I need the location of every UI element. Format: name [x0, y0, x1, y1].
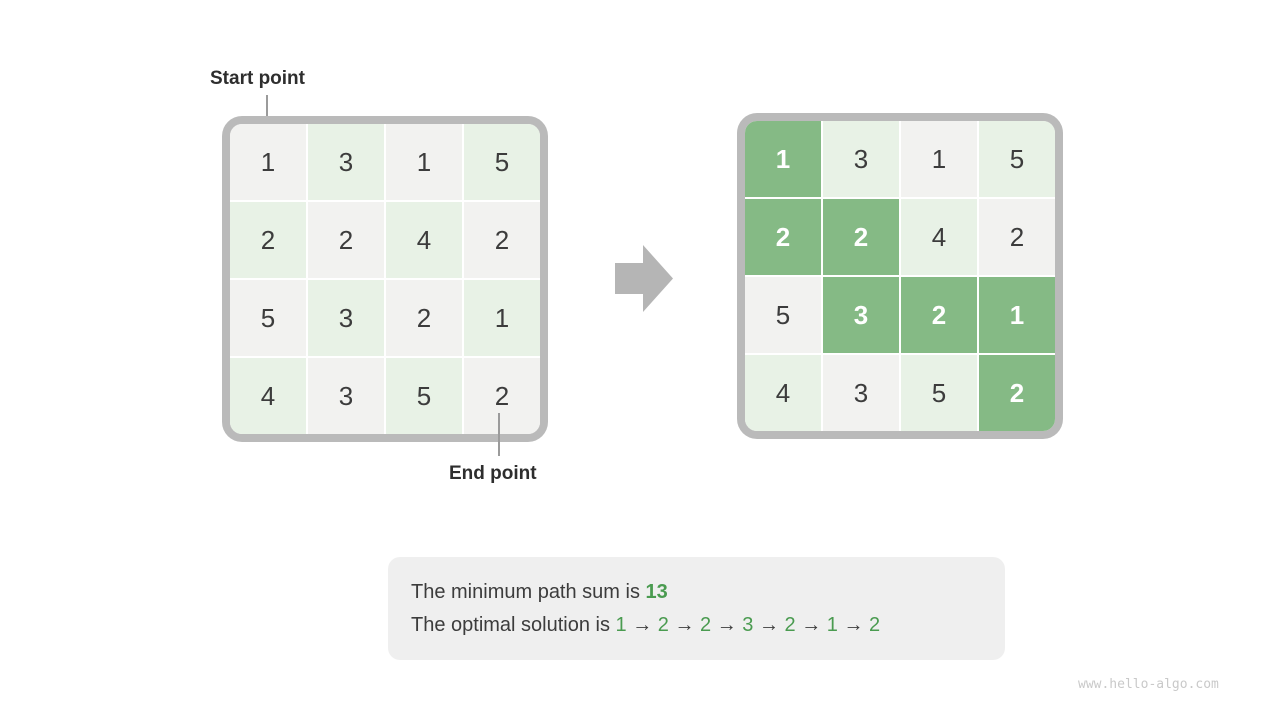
grid-cell: 3: [823, 355, 899, 431]
grid-cell: 5: [230, 280, 306, 356]
optimal-solution-line: The optimal solution is 1 → 2 → 2 → 3 → …: [411, 614, 1005, 637]
grid-cell: 1: [464, 280, 540, 356]
end-point-leader-line: [498, 413, 500, 456]
path-arrow-separator: →: [668, 613, 701, 636]
min-path-sum-line: The minimum path sum is 13: [411, 581, 1005, 604]
grid-cell: 5: [745, 277, 821, 353]
path-step-value: 2: [700, 613, 712, 636]
grid-cell: 3: [308, 358, 384, 434]
grid-cell: 2: [979, 199, 1055, 275]
grid-cell: 1: [230, 124, 306, 200]
grid-cell: 4: [901, 199, 977, 275]
grid-cell: 5: [386, 358, 462, 434]
path-step-value: 1: [615, 613, 627, 636]
start-point-label: Start point: [210, 68, 305, 89]
grid-cell: 1: [745, 121, 821, 197]
path-arrow-separator: →: [711, 613, 743, 636]
right-arrow-icon: [615, 245, 673, 312]
path-arrow-separator: →: [837, 613, 870, 636]
grid-cell: 2: [464, 358, 540, 434]
grid-cell: 1: [386, 124, 462, 200]
grid-cell: 3: [823, 121, 899, 197]
grid-cell: 5: [979, 121, 1055, 197]
path-step-value: 2: [657, 613, 669, 636]
path-arrow-separator: →: [753, 613, 785, 636]
result-caption-box: The minimum path sum is 13 The optimal s…: [388, 557, 1005, 660]
grid-cell: 2: [386, 280, 462, 356]
grid-cell: 5: [464, 124, 540, 200]
path-step-value: 1: [826, 613, 838, 636]
grid-cell: 2: [745, 199, 821, 275]
grid-cell: 4: [230, 358, 306, 434]
min-path-sum-text: The minimum path sum is: [411, 580, 646, 603]
path-step-value: 2: [869, 613, 881, 636]
grid-cell: 2: [979, 355, 1055, 431]
min-path-sum-value: 13: [645, 580, 668, 603]
grid-cell: 2: [823, 199, 899, 275]
grid-cell: 4: [386, 202, 462, 278]
grid-cell: 4: [745, 355, 821, 431]
grid-cell: 2: [464, 202, 540, 278]
path-step-value: 3: [742, 613, 754, 636]
watermark: www.hello-algo.com: [1078, 677, 1219, 692]
grid-cell: 1: [979, 277, 1055, 353]
path-arrow-separator: →: [795, 613, 827, 636]
path-arrow-separator: →: [626, 613, 658, 636]
end-point-label: End point: [449, 463, 537, 484]
grid-cell: 3: [308, 280, 384, 356]
grid-cell: 5: [901, 355, 977, 431]
path-step-value: 2: [784, 613, 796, 636]
optimal-solution-text: The optimal solution is: [411, 613, 616, 636]
grid-cell: 2: [901, 277, 977, 353]
solution-path: 1 → 2 → 2 → 3 → 2 → 1 → 2: [616, 614, 881, 636]
grid-cell: 2: [230, 202, 306, 278]
grid-cell: 2: [308, 202, 384, 278]
grid-cell: 1: [901, 121, 977, 197]
grid-cell: 3: [308, 124, 384, 200]
grid-cell: 3: [823, 277, 899, 353]
